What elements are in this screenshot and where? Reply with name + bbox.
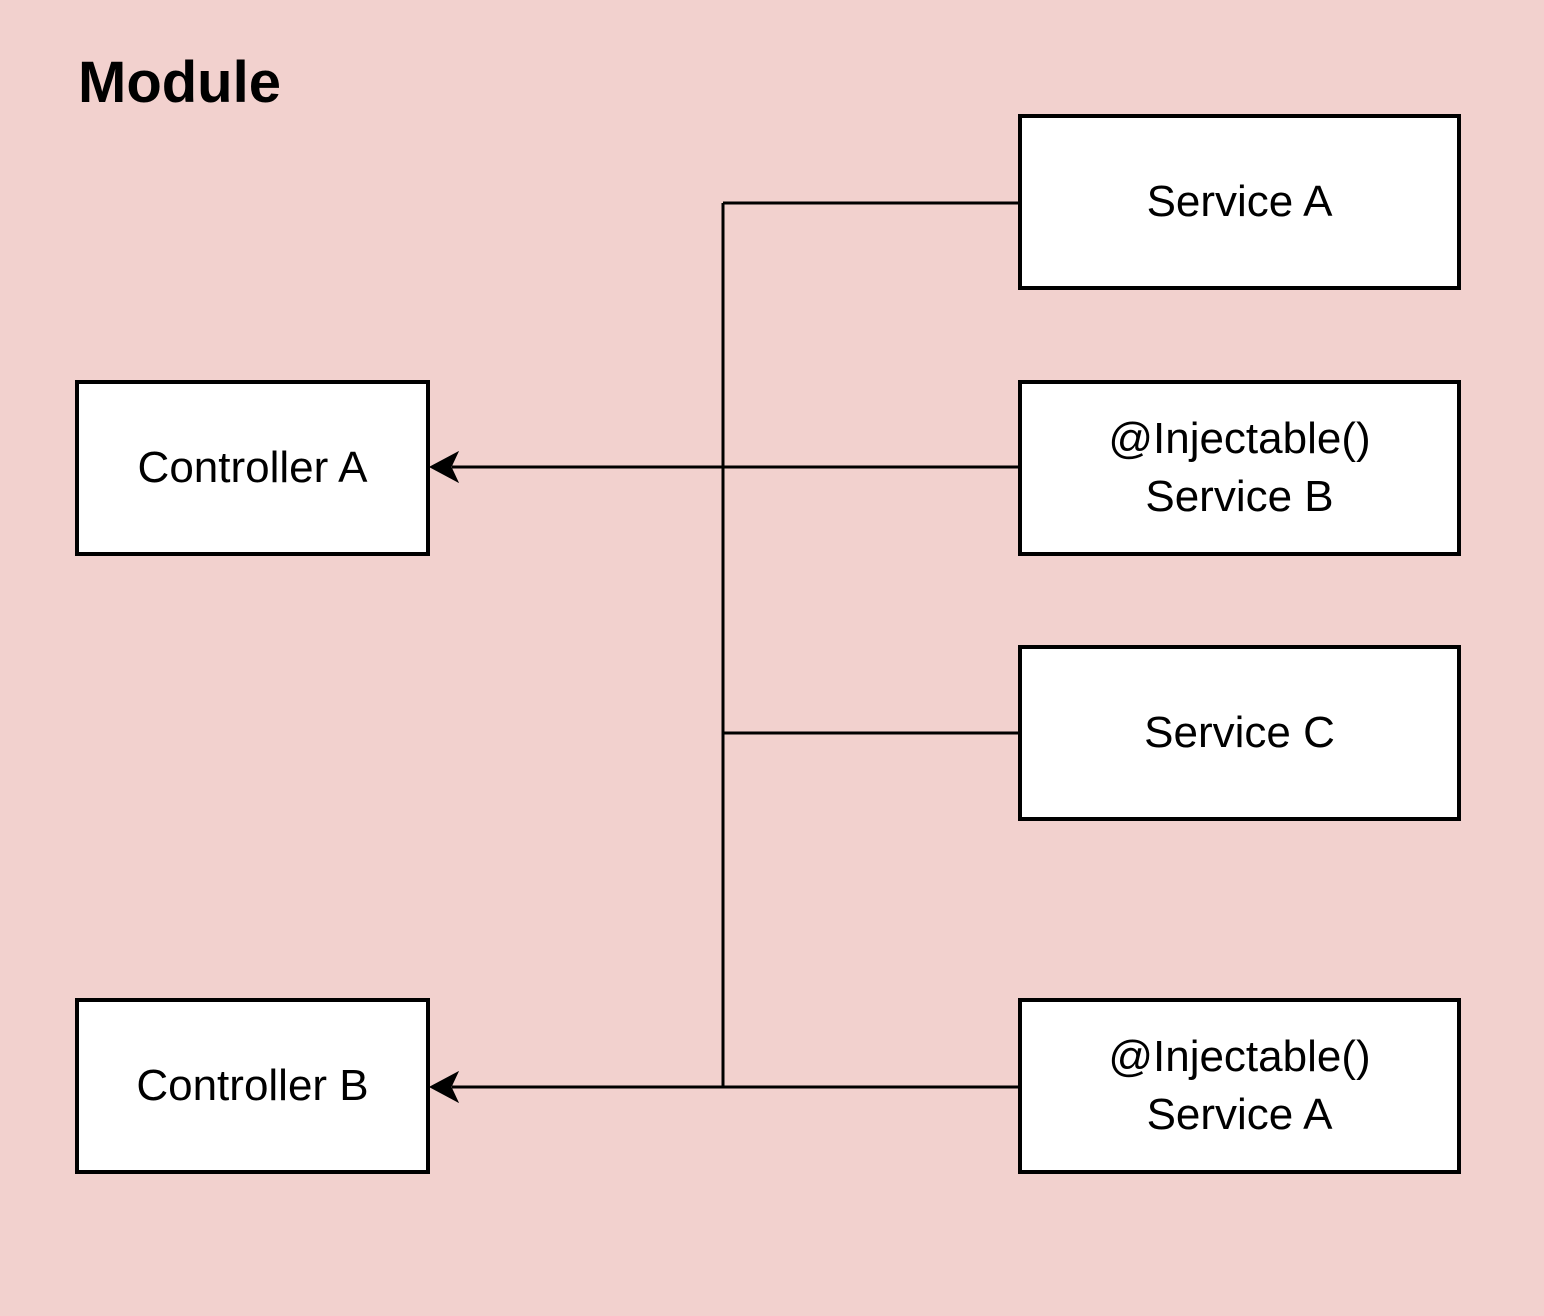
node-service-c: Service C	[1018, 645, 1461, 821]
node-controller-b: Controller B	[75, 998, 430, 1174]
node-controller-b-label: Controller B	[136, 1061, 369, 1110]
node-service-a-label: Service A	[1146, 177, 1333, 226]
node-service-a: Service A	[1018, 114, 1461, 290]
node-service-a-injectable: @Injectable() Service A	[1018, 998, 1461, 1174]
arrowhead-controller-a-icon	[428, 450, 460, 484]
node-service-b-decorator: @Injectable()	[1108, 414, 1371, 463]
arrowhead-controller-b-icon	[428, 1070, 460, 1104]
node-service-b: @Injectable() Service B	[1018, 380, 1461, 556]
module-title: Module	[78, 50, 281, 115]
node-service-a-injectable-decorator: @Injectable()	[1108, 1032, 1371, 1081]
node-controller-a-label: Controller A	[137, 443, 368, 492]
node-service-b-label: Service B	[1145, 472, 1334, 521]
node-service-a-injectable-label: Service A	[1146, 1090, 1333, 1139]
node-controller-a: Controller A	[75, 380, 430, 556]
node-service-c-label: Service C	[1144, 708, 1335, 757]
